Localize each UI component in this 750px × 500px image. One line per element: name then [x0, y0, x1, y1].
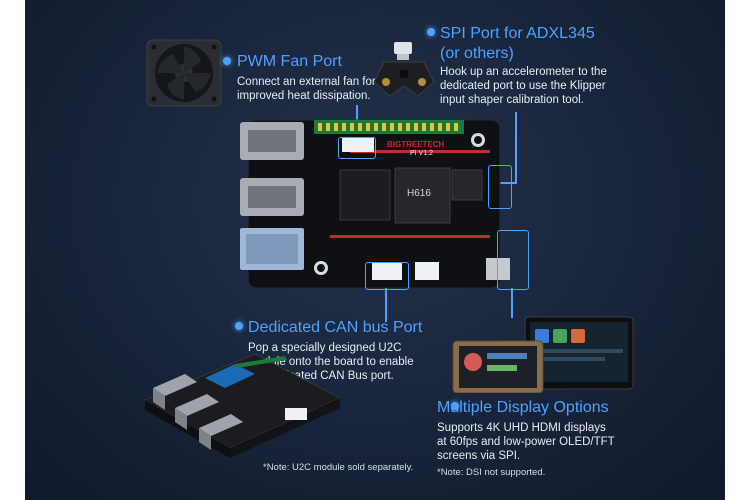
spi-connector-line-horizontal — [495, 182, 517, 184]
fan-port-desc-line2: improved heat dissipation. — [237, 90, 371, 102]
feature-panel: PWM Fan Port Connect an external fan for… — [25, 0, 725, 500]
can-port-desc-line2: module onto the board to enable — [248, 356, 414, 368]
spi-marker-dot — [427, 28, 435, 36]
fan-port-highlight — [338, 137, 376, 159]
spi-port-desc-line3: input shaper calibration tool. — [440, 94, 584, 106]
board-model-label: PI V1.2 — [410, 150, 433, 157]
display-options-title: Multiple Display Options — [437, 399, 609, 416]
fan-marker-dot — [223, 57, 231, 65]
fan-image — [146, 39, 222, 107]
spi-port-desc-line2: dedicated port to use the Klipper — [440, 80, 606, 92]
u2c-module-image — [143, 353, 342, 458]
spi-port-title-line2: (or others) — [440, 45, 514, 62]
main-board-image — [240, 119, 510, 289]
display-marker-dot — [451, 402, 459, 410]
spi-port-desc-line1: Hook up an accelerometer to the — [440, 66, 607, 78]
can-connector-line — [385, 288, 387, 322]
display-options-desc-line3: screens via SPI. — [437, 450, 521, 462]
accelerometer-image — [373, 42, 435, 97]
fan-port-title: PWM Fan Port — [237, 53, 342, 70]
fan-port-desc-line1: Connect an external fan for — [237, 76, 376, 88]
board-chip-label: H616 — [407, 188, 431, 199]
can-port-desc-line1: Pop a specially designed U2C — [248, 342, 402, 354]
can-marker-dot — [235, 322, 243, 330]
can-port-title: Dedicated CAN bus Port — [248, 319, 423, 336]
display-note: *Note: DSI not supported. — [437, 467, 546, 478]
display-options-desc-line1: Supports 4K UHD HDMI displays — [437, 422, 606, 434]
board-brand-label: BIGTREETECH — [387, 140, 445, 149]
display-port-highlight — [497, 230, 529, 290]
spi-port-highlight — [488, 165, 512, 209]
spi-connector-line — [515, 112, 517, 182]
can-port-highlight — [365, 262, 409, 290]
display-options-desc-line2: at 60fps and low-power OLED/TFT — [437, 436, 615, 448]
display-devices-image — [452, 316, 634, 393]
display-board-line — [511, 288, 513, 318]
spi-port-title-line1: SPI Port for ADXL345 — [440, 25, 595, 42]
can-note: *Note: U2C module sold separately. — [263, 462, 414, 473]
